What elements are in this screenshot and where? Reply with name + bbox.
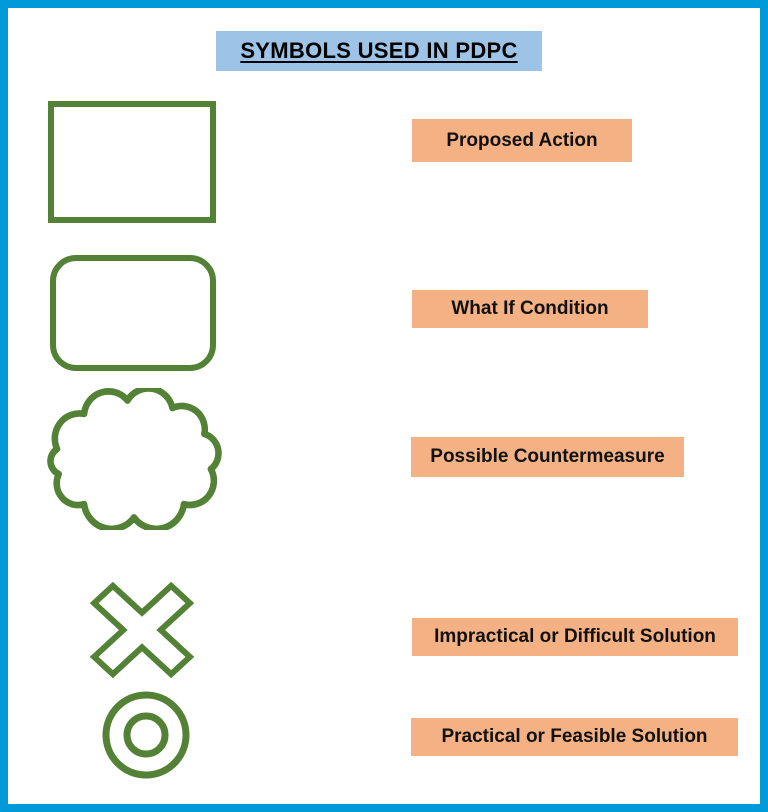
x-cross-icon	[90, 582, 194, 678]
cloud-icon	[47, 388, 222, 530]
label-possible-countermeasure: Possible Countermeasure	[411, 437, 684, 477]
title-box: SYMBOLS USED IN PDPC	[216, 31, 542, 71]
label-practical-solution: Practical or Feasible Solution	[411, 718, 738, 756]
label-what-if-condition: What If Condition	[412, 290, 648, 328]
label-proposed-action: Proposed Action	[412, 119, 632, 162]
rounded-rectangle-symbol	[50, 255, 216, 371]
page-title: SYMBOLS USED IN PDPC	[240, 38, 518, 63]
x-cross-symbol	[90, 582, 194, 678]
double-circle-symbol	[98, 690, 194, 780]
label-impractical-solution: Impractical or Difficult Solution	[412, 618, 738, 656]
double-circle-icon	[102, 691, 190, 779]
cloud-symbol	[44, 388, 224, 530]
rectangle-symbol	[48, 101, 216, 223]
